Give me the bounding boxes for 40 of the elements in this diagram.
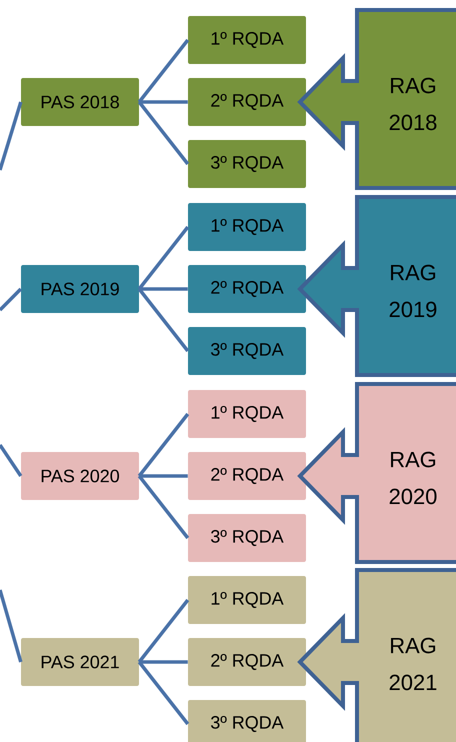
callout-arrow-box: RAG 2020 (297, 382, 456, 564)
label-box: PAS 2021 (21, 638, 139, 686)
label-box: 1º RQDA (188, 203, 306, 251)
label-box: 2º RQDA (188, 638, 306, 686)
connector-line (138, 226, 190, 290)
connector-line (139, 287, 188, 291)
node-label: RAG 2021 (390, 638, 436, 690)
label-box: PAS 2018 (21, 78, 139, 126)
connector-line (0, 102, 22, 171)
connector-line (138, 38, 190, 104)
label-box: 2º RQDA (188, 265, 306, 313)
connector-line (138, 474, 190, 540)
connector-line (138, 288, 190, 352)
label-box: 3º RQDA (188, 700, 306, 742)
label-box: PAS 2020 (21, 452, 139, 500)
node-label: RAG 2018 (390, 78, 436, 130)
label-box: 1º RQDA (188, 576, 306, 624)
callout-arrow-box: RAG 2018 (297, 8, 456, 190)
node-label: RAG 2020 (390, 452, 437, 504)
label-box: 3º RQDA (188, 514, 306, 562)
connector-line (138, 598, 190, 664)
node-label: RAG 2019 (390, 264, 436, 318)
label-box: PAS 2019 (21, 265, 139, 313)
connector-line (0, 288, 22, 312)
connector-line (0, 444, 22, 477)
label-box: 3º RQDA (188, 327, 306, 375)
connector-line (138, 100, 190, 166)
connector-line (139, 474, 188, 478)
label-box: 2º RQDA (188, 78, 306, 126)
connector-line (139, 660, 188, 664)
label-box: 2º RQDA (188, 452, 306, 500)
label-box: 1º RQDA (188, 16, 306, 64)
connector-line (139, 100, 188, 104)
connector-line (138, 412, 190, 478)
callout-arrow-box: RAG 2019 (297, 195, 456, 377)
label-box: 3º RQDA (188, 140, 306, 188)
connector-line (138, 660, 190, 726)
connector-line (0, 590, 22, 662)
label-box: 1º RQDA (188, 390, 306, 438)
callout-arrow-box: RAG 2021 (297, 568, 456, 742)
